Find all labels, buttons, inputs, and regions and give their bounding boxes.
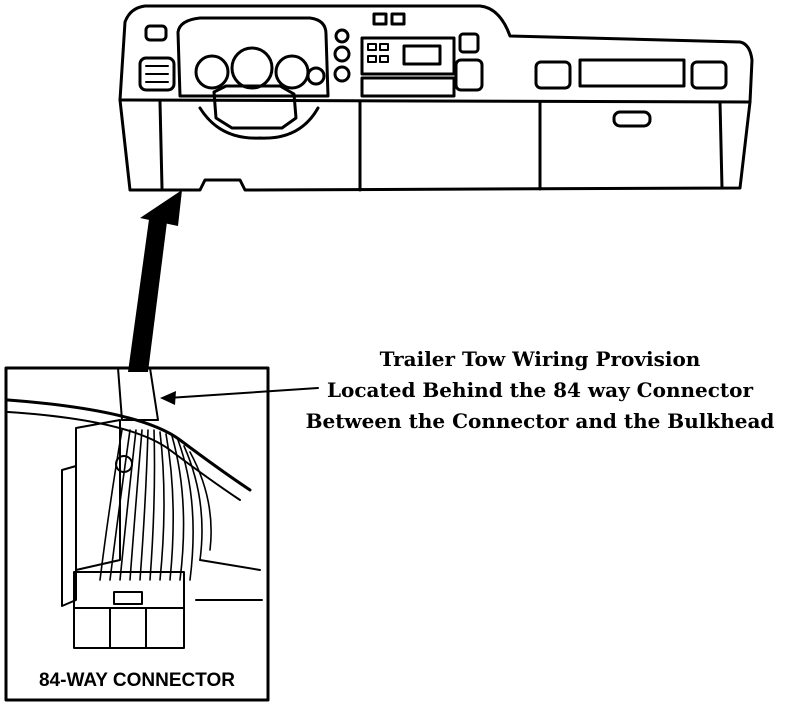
gauge xyxy=(194,54,230,90)
location-arrow xyxy=(128,190,182,372)
callout-line-1: Trailer Tow Wiring Provision xyxy=(379,347,701,371)
instrument-cluster xyxy=(176,16,330,98)
callout-leader-line xyxy=(167,387,319,399)
switch xyxy=(390,12,406,26)
glovebox-latch xyxy=(612,110,652,128)
trailer-tow-harness xyxy=(117,367,159,421)
knob xyxy=(333,65,351,83)
left-vent xyxy=(138,56,176,92)
panel-seam xyxy=(718,100,724,190)
speedometer xyxy=(230,46,274,90)
right-vent xyxy=(690,60,728,90)
dashboard-illustration xyxy=(118,4,754,192)
climate-control xyxy=(360,76,456,98)
knob xyxy=(334,28,350,44)
radio-display xyxy=(402,44,442,66)
steering-shroud xyxy=(198,106,320,140)
callout-line-3: Between the Connector and the Bulkhead xyxy=(305,409,775,433)
knob xyxy=(333,45,351,63)
headlight-switch xyxy=(144,24,168,42)
callout-arrowhead xyxy=(160,391,176,405)
panel-seam xyxy=(158,100,164,190)
dashboard-top-edge xyxy=(118,4,754,104)
hazard-switch xyxy=(372,12,388,26)
callout-text: Trailer Tow Wiring Provision Located Beh… xyxy=(300,344,780,437)
tachometer xyxy=(274,54,310,90)
right-center-vent xyxy=(534,60,572,90)
inset-frame xyxy=(4,366,270,702)
connector-shell xyxy=(73,607,185,649)
connector-body xyxy=(73,571,185,609)
gauge xyxy=(306,66,326,86)
bulkhead-edge xyxy=(6,398,252,492)
callout-line-2: Located Behind the 84 way Connector xyxy=(326,378,754,402)
center-vent xyxy=(454,58,484,92)
radio xyxy=(360,36,456,76)
steering-column xyxy=(212,84,298,130)
inset-caption: 84-WAY CONNECTOR xyxy=(38,670,236,691)
connector-illustration xyxy=(6,367,263,649)
glovebox-upper-panel xyxy=(578,58,686,88)
dashboard-lower-panel xyxy=(118,98,752,192)
small-vent xyxy=(458,32,480,54)
